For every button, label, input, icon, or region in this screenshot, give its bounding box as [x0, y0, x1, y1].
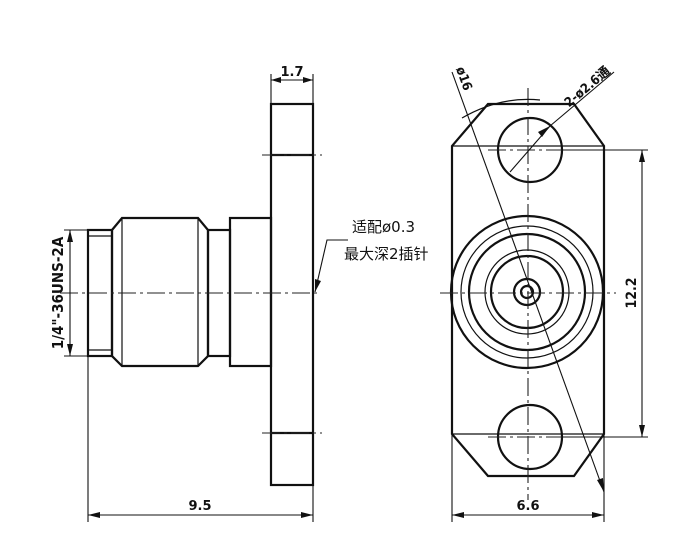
outer-ring — [449, 214, 605, 370]
front-view: ø16 2-ø2.6通 12.2 6.6 — [440, 63, 648, 522]
dim-line-diameter — [451, 71, 605, 493]
dim-mount-holes: 2-ø2.6通 — [561, 63, 613, 110]
side-view: 1.7 9.5 1/4"-36UNS-2A 适配ø0.3 最大深2插针 — [49, 65, 429, 522]
dim-hole-spacing: 12.2 — [624, 277, 640, 308]
dim-flange-width: 6.6 — [516, 499, 539, 514]
connector-body — [228, 216, 273, 368]
ring-2 — [460, 225, 594, 359]
flange-body — [269, 102, 315, 487]
note-pin-adapt: 适配ø0.3 — [352, 218, 415, 236]
arrow — [271, 77, 281, 83]
hole-leader — [549, 71, 615, 127]
ring-3 — [467, 232, 587, 352]
arrow — [452, 512, 464, 518]
arrow — [592, 512, 604, 518]
arrow — [315, 279, 321, 292]
coupling-nut — [110, 216, 210, 368]
dim-thread-spec: 1/4"-36UNS-2A — [49, 236, 67, 349]
arrow — [67, 230, 73, 242]
arrow — [88, 512, 100, 518]
note-leader — [314, 239, 348, 293]
arrow — [538, 126, 550, 137]
dim-flange-diameter: ø16 — [452, 65, 474, 93]
arrow — [67, 344, 73, 356]
arrow — [597, 478, 604, 492]
flange-outline — [450, 102, 606, 478]
ring-4 — [484, 249, 570, 335]
dim-flange-thickness: 1.7 — [280, 65, 303, 80]
arrow — [303, 77, 313, 83]
pin-socket-outer — [512, 277, 542, 307]
arrow — [639, 150, 645, 162]
dim-overall-length: 9.5 — [188, 499, 211, 514]
arrow — [301, 512, 313, 518]
arrow — [639, 425, 645, 437]
ring-5 — [489, 254, 565, 330]
note-pin-depth: 最大深2插针 — [344, 245, 429, 263]
pin-socket-inner — [519, 284, 535, 300]
flange-arc — [461, 98, 541, 119]
